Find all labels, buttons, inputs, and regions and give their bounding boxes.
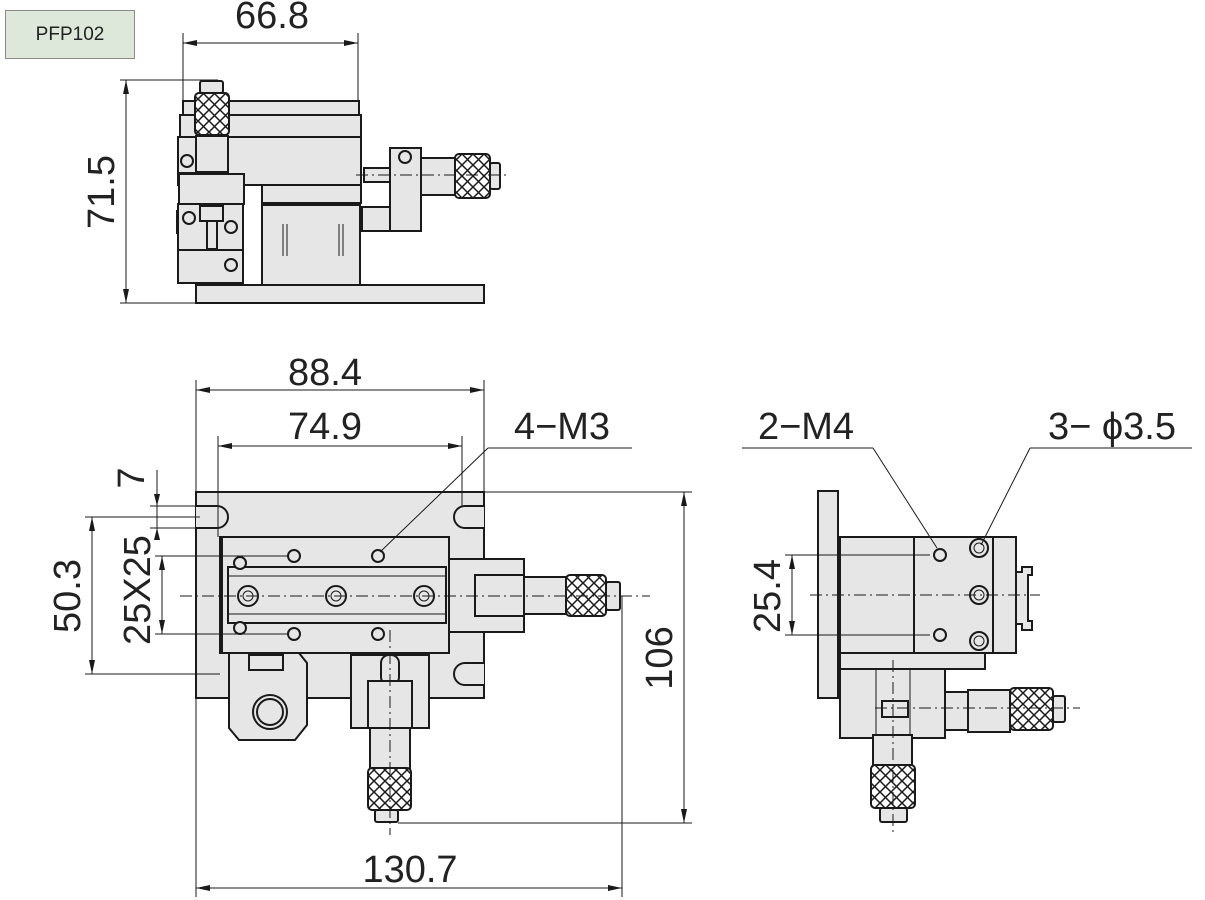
dimension-106: 106 [639,626,681,689]
callout-3-phi-3-5: 3− ϕ3.5 [1048,406,1176,448]
leader-line [872,447,938,549]
through-hole [969,631,989,651]
vertical-knob-cap [199,80,224,94]
m3-hole [371,627,385,641]
m3-hole [287,549,301,563]
screw-hole [180,154,194,168]
leader-line [379,447,489,553]
micrometer-knurl [454,153,491,199]
micrometer-barrel [420,157,456,196]
clamp-screw-head [199,205,224,222]
dimension-25x25: 25X25 [117,535,159,645]
screw-hole [398,150,412,164]
dimension-25-4: 25.4 [747,559,789,633]
m3-hole [287,627,301,641]
dimension-50-3: 50.3 [47,559,89,633]
front-view: 66.8 71.5 [81,0,510,304]
m4-hole [933,628,947,642]
under-plate [839,652,986,670]
dimension-71-5: 71.5 [81,155,123,229]
m3-hole [371,549,385,563]
screw-hole [224,220,238,234]
screw-hole [224,258,238,272]
lower-plate [261,184,362,204]
dimension-7: 7 [111,467,153,488]
micrometer-clip [1015,566,1033,631]
micrometer-sleeve [967,689,1011,733]
mounting-slot [453,662,484,686]
mounting-slot [453,505,484,529]
micrometer-knurl [1009,687,1054,731]
micrometer-barrel [944,691,969,731]
dimension-88-4: 88.4 [288,352,362,394]
dimension-130-7: 130.7 [362,849,457,891]
screw-hole [182,211,196,225]
clamp-block [178,173,245,205]
clamp-screw [206,220,218,250]
micrometer-end [489,162,501,190]
callout-2-m4: 2−M4 [758,406,854,448]
lower-stage [261,204,361,286]
dimension-74-9: 74.9 [288,406,362,448]
micrometer-end [1052,695,1066,723]
model-label: PFP102 [5,10,135,59]
plan-view: 88.4 74.9 4−M3 7 50.3 25X25 106 [47,352,692,897]
side-view: 25.4 2−M4 3− ϕ3.5 [742,406,1192,835]
knob-neck [195,135,229,173]
vertical-knob-knurl [194,92,230,136]
dimension-66-8: 66.8 [235,0,309,37]
callout-4-m3: 4−M3 [514,406,610,448]
base-plate [195,284,485,304]
mounting-slot [196,505,229,529]
m4-hole [933,548,947,562]
leader-line [980,447,1031,546]
pin [881,700,909,718]
through-hole [969,538,989,558]
micrometer-end [374,809,399,823]
